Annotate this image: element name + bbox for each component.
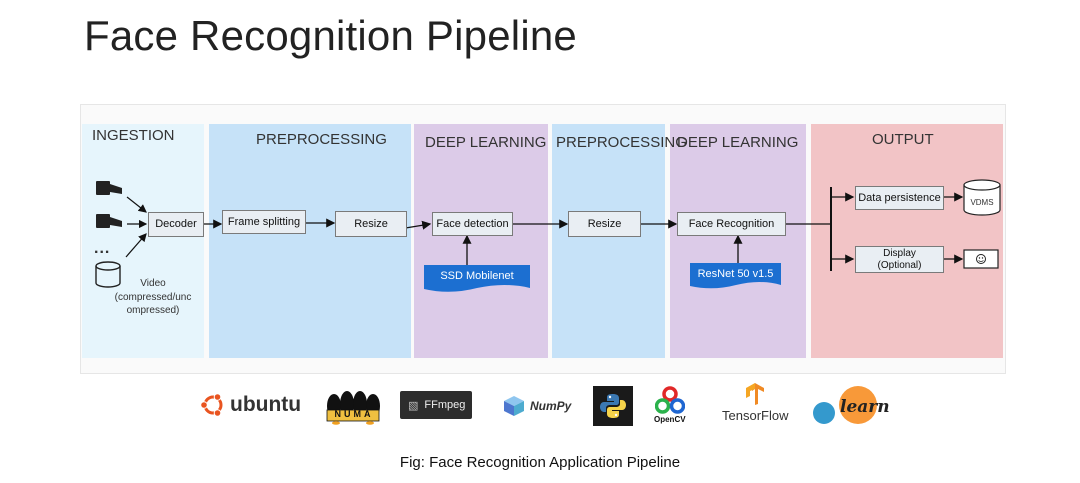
ffmpeg-logo: ▧ FFmpeg bbox=[400, 391, 472, 419]
stage-label-deep-learning-2: DEEP LEARNING bbox=[677, 134, 799, 151]
sklearn-wordmark: learn bbox=[840, 397, 890, 417]
camera-icon bbox=[96, 181, 122, 195]
stage-preprocessing-2 bbox=[552, 124, 665, 358]
ellipsis-label: ... bbox=[94, 240, 111, 257]
vdms-database-icon bbox=[963, 179, 1001, 216]
ssd-mobilenet-tag: SSD Mobilenet bbox=[440, 270, 514, 282]
numpy-cube-icon bbox=[504, 396, 524, 416]
python-logo bbox=[593, 386, 633, 426]
opencv-wordmark: OpenCV bbox=[654, 415, 686, 424]
numa-wordmark: NUMA bbox=[334, 409, 374, 419]
opencv-logo: OpenCV bbox=[654, 386, 686, 424]
model-tag-resnet-shape bbox=[690, 263, 781, 289]
stage-label-ingestion: INGESTION bbox=[92, 127, 175, 144]
stage-preprocessing-1 bbox=[209, 124, 411, 358]
tensorflow-icon bbox=[746, 383, 765, 405]
frame-splitting-box: Frame splitting bbox=[222, 210, 306, 234]
decoder-box: Decoder bbox=[148, 212, 204, 237]
penguins-icon bbox=[326, 391, 380, 425]
tensorflow-wordmark: TensorFlow bbox=[722, 408, 789, 423]
ubuntu-logo: ubuntu bbox=[200, 392, 301, 418]
stage-label-preprocessing-1: PREPROCESSING bbox=[256, 131, 387, 148]
vdms-label: VDMS bbox=[970, 198, 994, 207]
numa-logo: NUMA bbox=[324, 386, 382, 426]
ubuntu-circle-icon bbox=[200, 393, 223, 417]
display-monitor-icon bbox=[963, 249, 999, 269]
ffmpeg-wordmark: FFmpeg bbox=[424, 399, 466, 411]
face-detection-box: Face detection bbox=[432, 212, 513, 236]
stage-deep-learning-1 bbox=[414, 124, 548, 358]
stage-label-output: OUTPUT bbox=[872, 131, 934, 148]
database-icon bbox=[95, 261, 121, 288]
stage-output bbox=[811, 124, 1003, 358]
ubuntu-wordmark: ubuntu bbox=[230, 393, 302, 416]
resize-box-1: Resize bbox=[335, 211, 407, 237]
data-persistence-box: Data persistence bbox=[855, 186, 944, 210]
video-label: Video (compressed/unc ompressed) bbox=[114, 278, 192, 316]
numpy-logo: NumPy bbox=[502, 394, 571, 418]
stage-label-deep-learning-1: DEEP LEARNING bbox=[425, 134, 547, 151]
python-icon bbox=[600, 394, 626, 418]
resnet-tag: ResNet 50 v1.5 bbox=[697, 267, 774, 280]
numpy-wordmark: NumPy bbox=[530, 399, 572, 413]
figure-caption: Fig: Face Recognition Application Pipeli… bbox=[399, 454, 681, 471]
sklearn-icon bbox=[813, 386, 877, 424]
display-box: Display (Optional) bbox=[855, 246, 944, 273]
tensorflow-logo: TensorFlow bbox=[722, 382, 788, 423]
stage-label-preprocessing-2: PREPROCESSING bbox=[556, 134, 687, 151]
ffmpeg-icon: ▧ bbox=[408, 399, 419, 412]
page-title: Face Recognition Pipeline bbox=[84, 12, 577, 59]
camera-icon bbox=[96, 214, 122, 228]
resize-box-2: Resize bbox=[568, 211, 641, 237]
sklearn-logo: learn bbox=[812, 385, 890, 427]
opencv-rings-icon bbox=[654, 386, 685, 414]
face-recognition-box: Face Recognition bbox=[677, 212, 786, 236]
model-tag-ssd-shape bbox=[424, 265, 530, 292]
